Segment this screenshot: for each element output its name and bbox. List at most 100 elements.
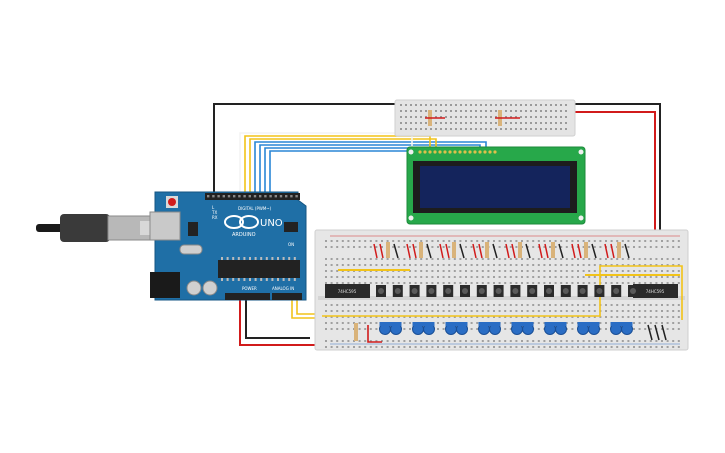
hole xyxy=(381,340,383,342)
chip-pin xyxy=(293,278,296,281)
push-button[interactable] xyxy=(392,285,403,297)
hole xyxy=(480,104,482,106)
hole xyxy=(638,258,641,260)
hole xyxy=(330,270,333,272)
push-button[interactable] xyxy=(628,285,638,297)
hole xyxy=(437,270,439,272)
hole xyxy=(341,304,344,306)
hole xyxy=(375,310,378,312)
hole xyxy=(543,282,546,284)
hole xyxy=(543,316,546,318)
hole xyxy=(532,282,535,284)
hole xyxy=(504,310,507,312)
hole xyxy=(435,128,437,130)
hole xyxy=(481,246,484,248)
hole xyxy=(420,346,423,348)
hole xyxy=(649,258,652,260)
hole xyxy=(560,276,563,278)
hole xyxy=(400,122,402,124)
hole xyxy=(347,346,350,348)
hole xyxy=(330,304,333,306)
hole xyxy=(532,258,535,260)
hole xyxy=(476,310,479,312)
hole xyxy=(521,240,523,242)
push-button[interactable] xyxy=(611,285,622,297)
lcd-pin xyxy=(418,150,422,154)
hole xyxy=(397,276,400,278)
hole xyxy=(409,316,411,318)
hole xyxy=(442,340,445,342)
hole xyxy=(537,270,540,272)
hole xyxy=(353,310,355,312)
hole xyxy=(571,270,574,272)
hole xyxy=(353,246,355,248)
arduino-uno: ARDUINO UNO DIGITAL (PWM~) POWER ANALOG … xyxy=(36,191,307,301)
hole xyxy=(515,128,517,130)
push-button[interactable] xyxy=(409,285,420,297)
push-button[interactable] xyxy=(460,285,470,297)
hole xyxy=(661,328,663,330)
hole xyxy=(610,346,613,348)
push-button[interactable] xyxy=(376,285,386,297)
wire-yellow-bundle xyxy=(244,135,437,195)
hole xyxy=(565,104,567,106)
hole xyxy=(336,328,339,330)
hole xyxy=(644,264,647,266)
hole xyxy=(666,246,669,248)
hole xyxy=(330,328,333,330)
hole xyxy=(545,104,547,106)
push-button[interactable] xyxy=(544,285,554,297)
hole xyxy=(353,264,355,266)
hole xyxy=(403,276,406,278)
lcd-screen xyxy=(420,166,570,208)
push-button[interactable] xyxy=(560,285,571,297)
hole xyxy=(330,310,333,312)
push-button[interactable] xyxy=(577,285,588,297)
wire-red-jumper xyxy=(439,243,444,259)
push-button[interactable] xyxy=(443,285,454,297)
resistor xyxy=(584,242,588,258)
push-button[interactable] xyxy=(476,285,487,297)
resistor xyxy=(617,242,621,258)
hole xyxy=(465,264,467,266)
hole xyxy=(655,310,658,312)
lcd-pin xyxy=(468,150,472,154)
lcd-pin xyxy=(493,150,497,154)
hole xyxy=(649,270,652,272)
hole xyxy=(336,322,339,324)
hole xyxy=(521,316,523,318)
hole xyxy=(520,116,522,118)
hole xyxy=(442,322,445,324)
hole xyxy=(661,264,663,266)
hole xyxy=(509,322,512,324)
hole xyxy=(347,258,350,260)
wire-red-jumper xyxy=(610,243,615,259)
hole xyxy=(336,270,339,272)
hole xyxy=(381,304,383,306)
push-button[interactable] xyxy=(510,285,521,297)
hole xyxy=(599,340,602,342)
push-button[interactable] xyxy=(426,285,437,297)
hole xyxy=(537,282,540,284)
hole xyxy=(543,270,546,272)
hole xyxy=(560,128,562,130)
hole xyxy=(442,304,445,306)
push-button[interactable] xyxy=(493,285,504,297)
hole xyxy=(358,258,361,260)
hole xyxy=(500,104,502,106)
push-button[interactable] xyxy=(594,285,605,297)
header-pin xyxy=(238,195,241,198)
hole xyxy=(410,116,412,118)
wire-black-bottom xyxy=(245,300,310,339)
hole xyxy=(526,316,529,318)
hole xyxy=(358,340,361,342)
hole xyxy=(549,240,551,242)
hole xyxy=(325,316,327,318)
hole xyxy=(655,316,658,318)
hole xyxy=(425,110,427,112)
hole xyxy=(560,346,563,348)
hole xyxy=(521,258,523,260)
hole xyxy=(493,304,495,306)
hole xyxy=(515,340,518,342)
push-button[interactable] xyxy=(527,285,538,297)
